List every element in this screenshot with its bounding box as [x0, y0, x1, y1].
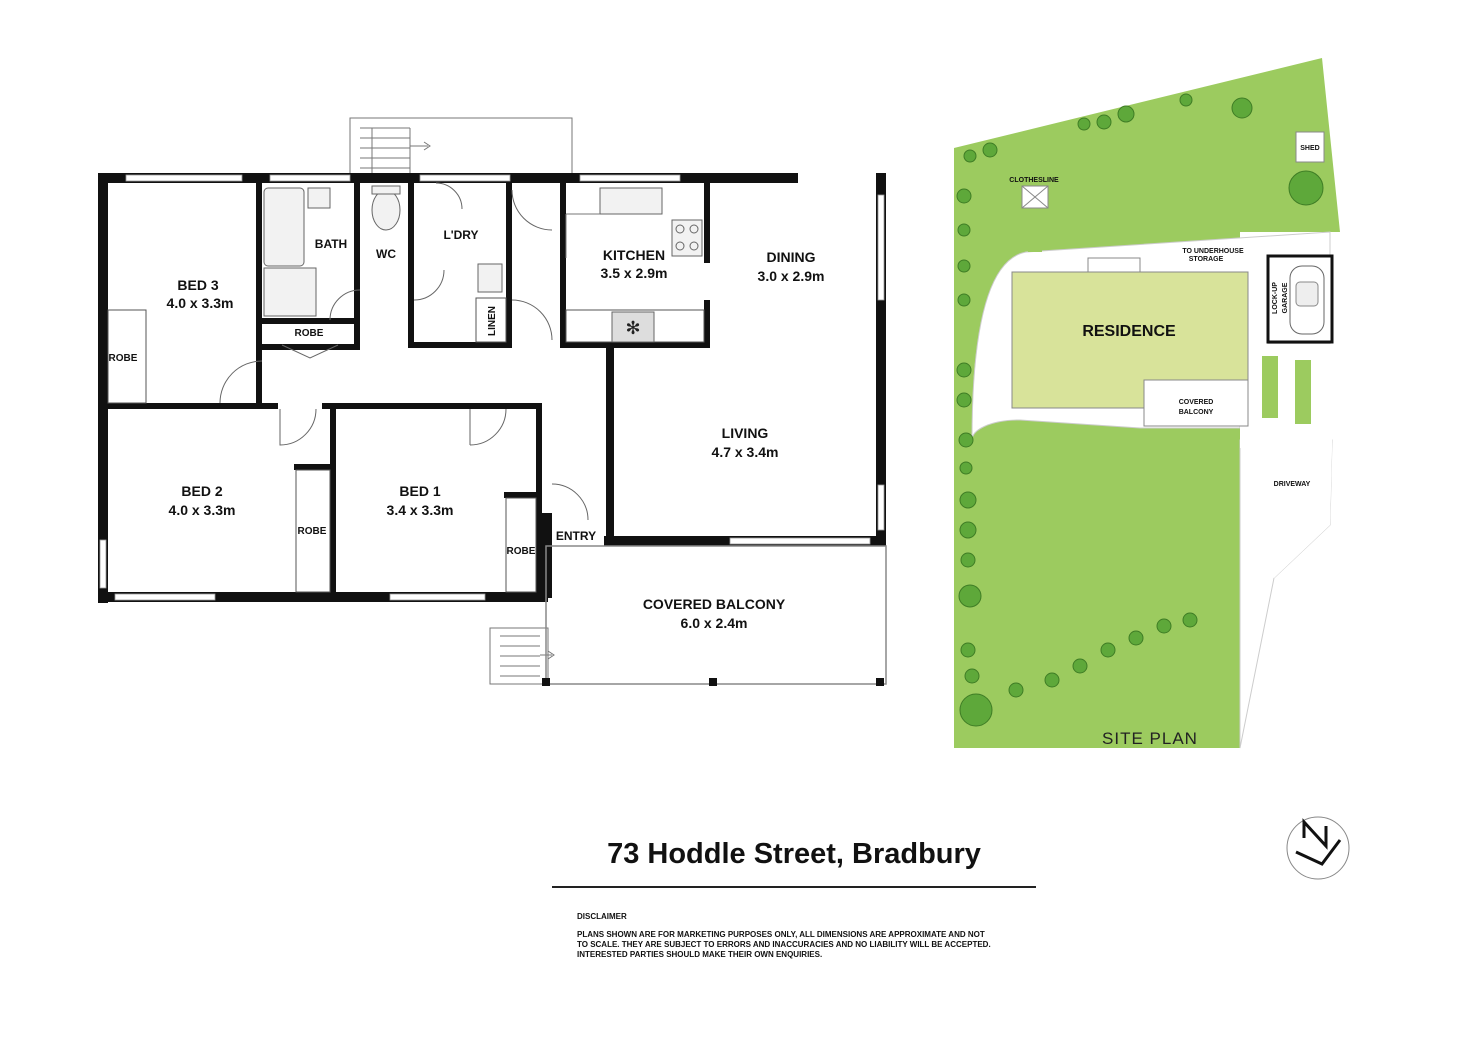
- clothesline-label: CLOTHESLINE: [1009, 177, 1059, 184]
- site-covered-balcony: [1143, 379, 1249, 427]
- driveway-label: DRIVEWAY: [1274, 481, 1311, 488]
- title-rule: [552, 886, 1036, 888]
- bed3-label: BED 3: [177, 277, 218, 293]
- trees: [956, 93, 1324, 727]
- robe-bed2-label: ROBE: [298, 526, 327, 537]
- linen-label: LINEN: [487, 306, 498, 336]
- cooktop: [671, 219, 703, 257]
- dining-size: 3.0 x 2.9m: [758, 268, 825, 284]
- svg-text:✻: ✻: [625, 318, 640, 339]
- rear-stairs: [349, 117, 573, 181]
- robe-bed3-label: ROBE: [295, 328, 324, 339]
- bathtub: [263, 187, 305, 267]
- garage-label-1: LOCK-UP: [1272, 282, 1279, 314]
- disclaimer-text: PLANS SHOWN ARE FOR MARKETING PURPOSES O…: [577, 930, 991, 959]
- site-plan-caption: SITE PLAN: [1102, 729, 1198, 748]
- shower: [263, 267, 317, 317]
- balcony-size: 6.0 x 2.4m: [681, 615, 748, 631]
- disclaimer-heading: DISCLAIMER: [577, 912, 627, 921]
- wall-south: [98, 592, 548, 602]
- covered-balcony-outline: [542, 545, 887, 686]
- site-plan: RESIDENCE COVERED BALCONY LOCK-UP GARAGE…: [954, 58, 1340, 749]
- floor-plan: ✻ BED 3 4.0 x 3.3m BED 2 4.0 x 3.3m BED …: [98, 117, 887, 686]
- bed2-size: 4.0 x 3.3m: [169, 502, 236, 518]
- wc-label: WC: [376, 247, 396, 261]
- north-arrow-icon: [1286, 816, 1350, 880]
- laundry-tub: [477, 263, 503, 293]
- storage-label-2: STORAGE: [1189, 256, 1224, 263]
- wall-east: [876, 173, 886, 545]
- storage-label-1: TO UNDERHOUSE: [1182, 248, 1244, 255]
- bed2-label: BED 2: [181, 483, 222, 499]
- garage-label-2: GARAGE: [1282, 282, 1289, 313]
- shed-label: SHED: [1300, 145, 1319, 152]
- bed1-label: BED 1: [399, 483, 440, 499]
- balcony-label: COVERED BALCONY: [643, 596, 786, 612]
- living-label: LIVING: [722, 425, 769, 441]
- kitchen-label: KITCHEN: [603, 247, 665, 263]
- kitchen-size: 3.5 x 2.9m: [601, 265, 668, 281]
- kitchen-sink: [599, 187, 663, 215]
- robe-bed3-side-label: ROBE: [109, 353, 138, 364]
- site-balcony-label-2: BALCONY: [1179, 409, 1214, 416]
- toilet: [371, 189, 401, 231]
- site-balcony-label-1: COVERED: [1179, 399, 1214, 406]
- address-title: 73 Hoddle Street, Bradbury: [607, 838, 981, 870]
- rangehood: [611, 311, 655, 343]
- shed: [1295, 131, 1325, 163]
- robe-bed1-label: ROBE: [507, 546, 536, 557]
- bed1-size: 3.4 x 3.3m: [387, 502, 454, 518]
- entry-label: ENTRY: [556, 529, 596, 543]
- front-stairs: [489, 627, 555, 685]
- laundry-label: L'DRY: [443, 228, 478, 242]
- residence-label: RESIDENCE: [1082, 323, 1176, 340]
- dining-label: DINING: [767, 249, 816, 265]
- living-size: 4.7 x 3.4m: [712, 444, 779, 460]
- bath-label: BATH: [315, 237, 347, 251]
- wall-west: [98, 173, 108, 603]
- bed3-size: 4.0 x 3.3m: [167, 295, 234, 311]
